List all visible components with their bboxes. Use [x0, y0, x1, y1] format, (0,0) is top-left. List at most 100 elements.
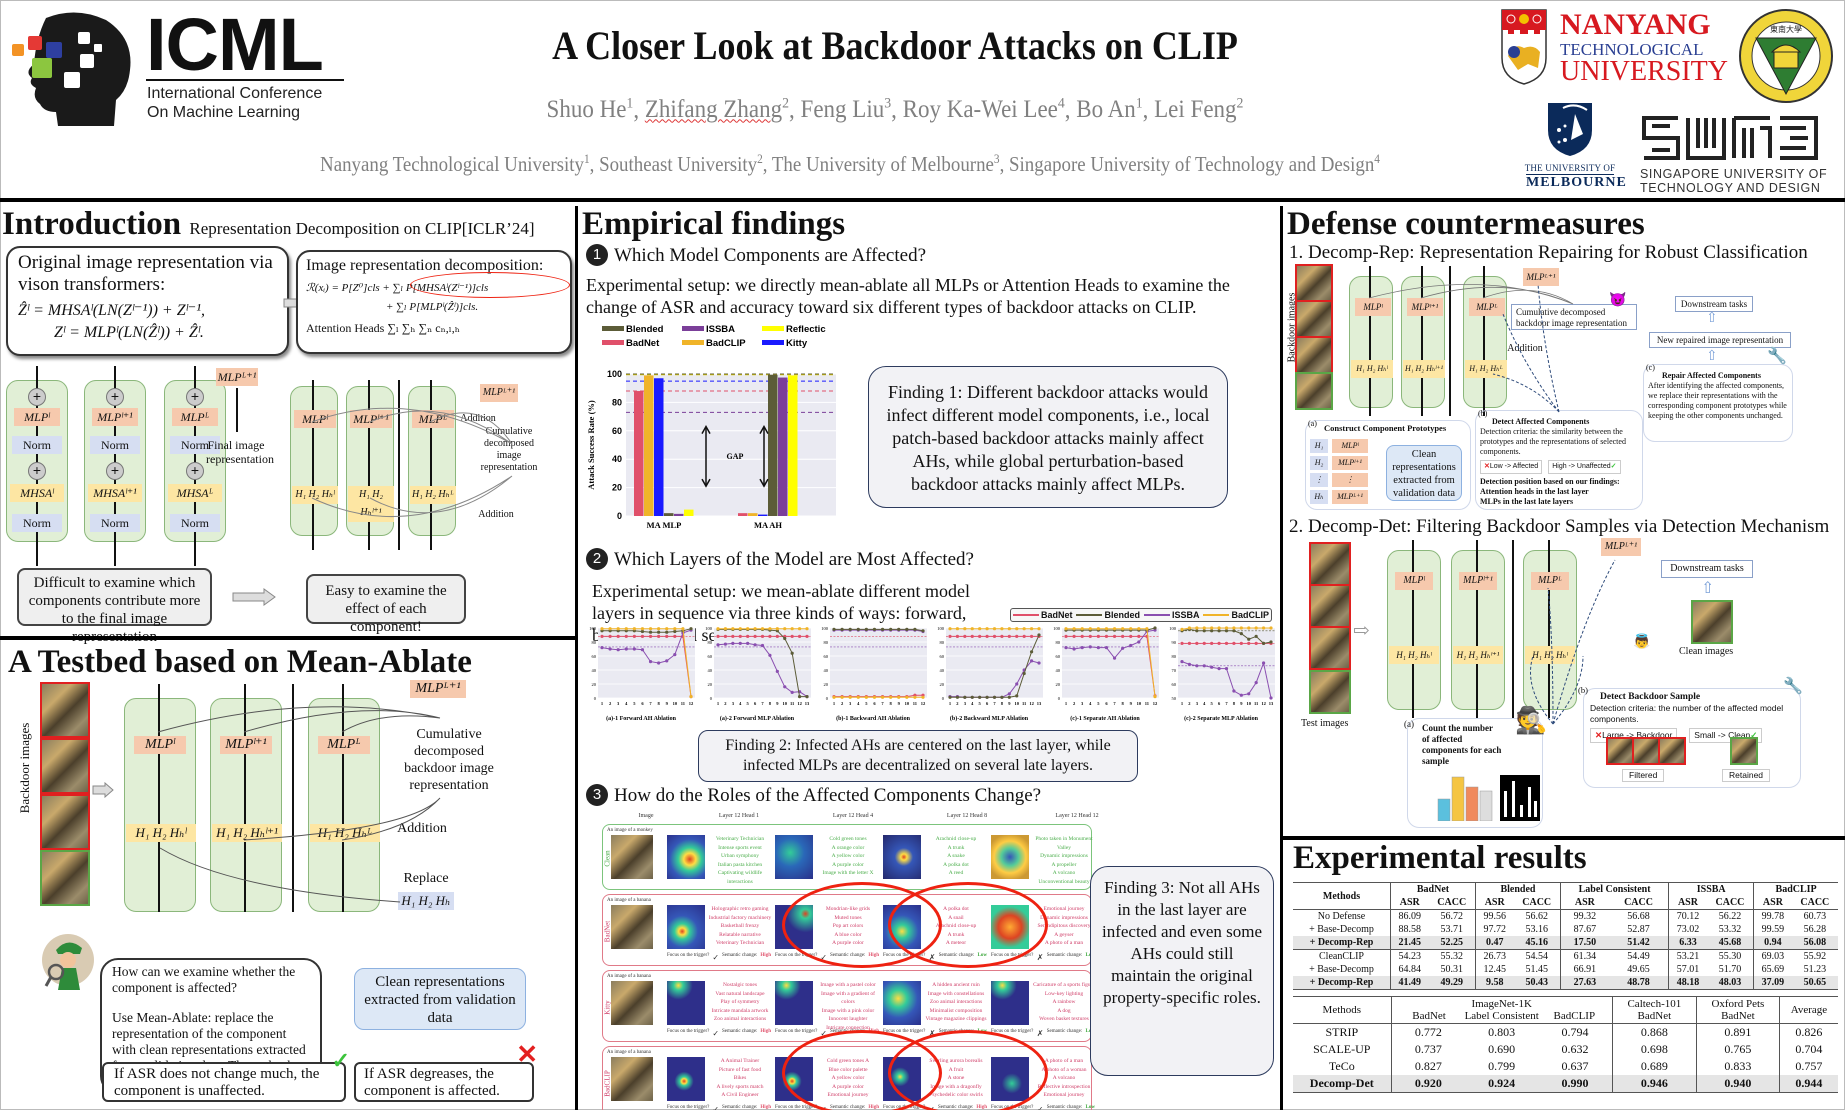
series-point-blended: [889, 627, 893, 631]
series-point-badclip: [1195, 626, 1199, 630]
series-point-badclip: [913, 695, 917, 699]
series-point-badclip: [963, 627, 967, 631]
layer-block: [1401, 276, 1445, 408]
series-point-badclip: [897, 695, 901, 699]
panel-a-title: Construct Component Prototypes: [1324, 423, 1447, 433]
series-point-badnet: [1121, 634, 1125, 638]
test-image-thumb: [1309, 584, 1351, 628]
head-description-text: A reed: [948, 870, 964, 876]
focus-mark-icon: ✓: [712, 1029, 720, 1038]
series-point-badclip: [1000, 627, 1004, 631]
y-tick-label: 60: [592, 654, 597, 659]
mlp-chip: MLPᴸ: [1531, 572, 1569, 590]
series-point-badclip: [840, 695, 844, 699]
highlight-ellipse: [888, 882, 1048, 968]
series-point-issba: [783, 685, 787, 689]
value-cell: 55.30: [1718, 951, 1742, 962]
value-cell: 48.03: [1706, 976, 1754, 990]
repair-description: After identifying the affected component…: [1648, 381, 1787, 420]
legend-item: ISSBA: [1143, 610, 1200, 620]
method-cell: SCALE-UP: [1313, 1042, 1371, 1056]
empirical-title: Empirical findings: [582, 206, 846, 242]
value-cell: 41.49: [1390, 976, 1429, 990]
series-point-badnet: [1137, 634, 1141, 638]
series-point-badclip: [1153, 695, 1157, 699]
series-point-badnet: [1217, 641, 1221, 645]
attention-heatmap: [775, 981, 813, 1025]
q1-setup-text: Experimental setup: we directly mean-abl…: [586, 275, 1230, 317]
grid-column-header: Layer 12 Head 12: [1055, 813, 1099, 819]
count-box: (a)Count the number of affected componen…: [1404, 718, 1543, 828]
melbourne-line2: MELBOURNE: [1526, 174, 1627, 190]
affiliation-name: Nanyang Technological University1: [320, 152, 590, 176]
author-name: Roy Ka-Wei Lee4: [902, 96, 1065, 124]
x-tick-label: 9: [1130, 701, 1133, 706]
series-point-badnet: [978, 634, 982, 638]
mlp-chip: MLPˡ⁺¹: [1407, 298, 1443, 316]
head-description-text: A volcano: [1052, 1075, 1076, 1081]
norm-chip: Norm: [170, 514, 220, 532]
series-point-blended: [1195, 629, 1199, 633]
head-description-text: Vast natural landscape: [715, 990, 765, 997]
series-point-issba: [753, 643, 757, 647]
grid-column-header: Layer 12 Head 8: [946, 813, 988, 819]
filtered-label: Filtered: [1622, 769, 1665, 782]
downstream-box: Downstream tasks: [1661, 560, 1753, 578]
section-divider: [1283, 836, 1845, 840]
clean-representations-box: Clean representations extracted from val…: [354, 968, 526, 1030]
dataset-label: Oxford Pets: [1711, 998, 1765, 1010]
value-cell: 54.23: [1390, 949, 1429, 963]
series-point-issba: [1261, 661, 1266, 665]
legend-swatch: [762, 340, 784, 345]
ntu-wordmark: NANYANG TECHNOLOGICAL UNIVERSITY: [1560, 10, 1728, 86]
retained-label: Retained: [1722, 769, 1771, 782]
semantic-level: High: [760, 1029, 771, 1034]
series-point-badclip: [1015, 627, 1019, 631]
panel-c-title: Repair Affected Components: [1662, 371, 1761, 380]
value-cell: 49.29: [1428, 976, 1476, 990]
head-description-text: Cold green tones: [829, 836, 867, 842]
svg-text:東南大學: 東南大學: [1770, 24, 1802, 34]
x-tick-label: 4: [739, 701, 742, 706]
x-tick-label: 5: [633, 701, 636, 706]
decomposition-eq2: + ∑ₗ P[MLPˡ(Ẑˡ)]cls.: [386, 301, 479, 313]
series-point-badnet: [1247, 641, 1251, 645]
attention-heatmap: [667, 835, 705, 879]
detective-icon: 🕵: [1515, 706, 1548, 735]
series-point-blended: [955, 695, 960, 699]
series-point-blended: [872, 627, 877, 631]
x-tick-label: 7: [1225, 701, 1228, 706]
y-tick-label: 100: [1053, 626, 1061, 631]
panel-a-title: Count the number of affected components …: [1422, 723, 1502, 766]
x-tick-label: 9: [666, 701, 669, 706]
series-point-badnet: [640, 634, 645, 638]
semantic-label: Semantic change:: [722, 953, 758, 958]
legend-swatch: [762, 326, 784, 331]
check-icon: ✓: [1610, 463, 1617, 470]
series-point-issba: [1202, 664, 1206, 668]
series-point-badnet: [616, 634, 620, 638]
q2-title-text: Which Layers of the Model are Most Affec…: [614, 549, 974, 570]
y-tick-label: 20: [940, 682, 945, 687]
author-affiliation-marker: 1: [1135, 96, 1143, 112]
series-point-issba: [1007, 692, 1011, 696]
cross-icon: ✕: [1595, 730, 1603, 740]
series-point-badclip: [775, 627, 779, 631]
icml-logo: ICML International Conference On Machine…: [6, 3, 346, 128]
series-point-badclip: [1129, 627, 1133, 631]
sample-image-thumb: [611, 1057, 653, 1101]
difficult-box: Difficult to examine which components co…: [17, 568, 212, 645]
series-point-blended: [1239, 632, 1243, 636]
semantic-level: High: [760, 953, 771, 958]
x-tick-label: 12: [689, 701, 694, 706]
mlp-chip: MLPˡ⁺¹: [92, 408, 138, 426]
check-icon: ✓: [1750, 730, 1758, 740]
series-point-badclip: [797, 627, 802, 631]
series-point-issba: [1217, 667, 1221, 671]
series-point-blended: [840, 627, 844, 631]
mlp-chip: MLPˡ: [294, 410, 336, 428]
highlight-ellipse: [888, 1030, 1048, 1110]
